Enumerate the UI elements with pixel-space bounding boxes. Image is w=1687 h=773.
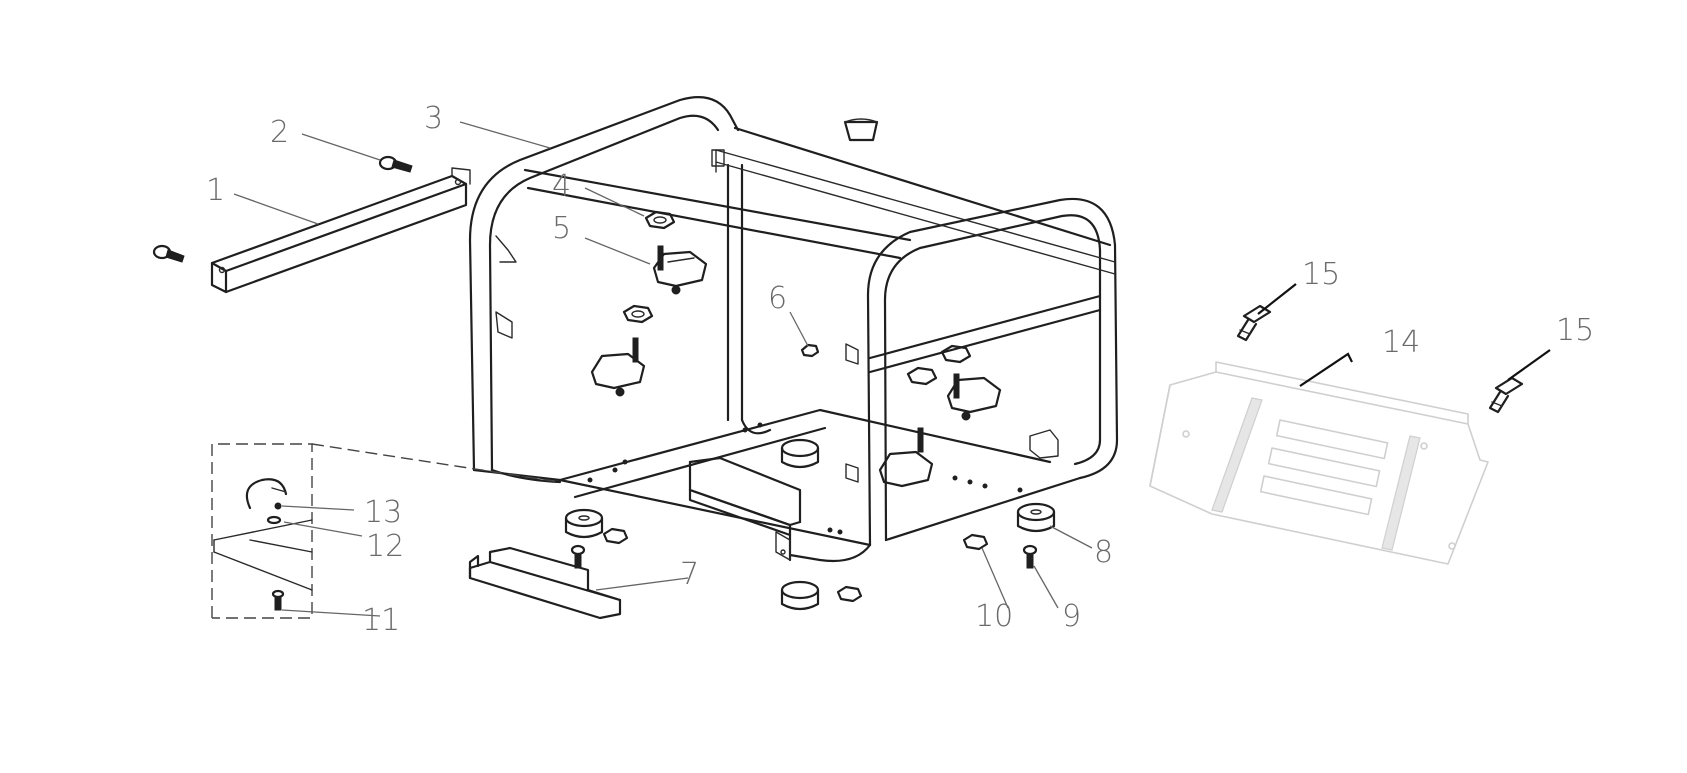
part-2-bolt-second [152, 244, 185, 263]
part-2-bolt [378, 155, 413, 173]
part-15-bolt [1236, 304, 1272, 342]
part-8-rubber-foot-fourth [780, 580, 820, 611]
part-8-rubber-foot [1016, 502, 1056, 533]
part-5-engine-mount [652, 245, 708, 295]
callout-15-upper: 15 [1302, 257, 1340, 292]
part-8-rubber-foot-second [564, 508, 604, 539]
part-4-nut-second [622, 304, 654, 324]
callout-8: 8 [1094, 535, 1113, 570]
part-6-small-nut [800, 343, 820, 358]
callout-11: 11 [362, 603, 400, 638]
part-10-flange-nut [962, 533, 989, 551]
part-4-nut-third [906, 344, 972, 386]
battery-tray [688, 456, 802, 562]
callout-labels: 1 2 3 4 5 6 7 8 9 10 11 12 13 14 15 15 [206, 101, 1594, 638]
callout-7: 7 [680, 557, 699, 592]
callout-6: 6 [768, 281, 787, 316]
callout-5: 5 [552, 211, 571, 246]
part-10-flange-nut-second [602, 527, 629, 545]
callout-4: 4 [552, 169, 571, 204]
part-9-screw [1022, 544, 1038, 569]
callout-15-right: 15 [1556, 313, 1594, 348]
part-5-engine-mount-second [590, 337, 646, 397]
part-14-cover-panel [1149, 361, 1489, 565]
part-3-main-frame [468, 96, 1119, 563]
part-7-bracket [468, 546, 622, 620]
callout-13: 13 [364, 495, 402, 530]
callout-12: 12 [366, 529, 404, 564]
callout-10: 10 [975, 599, 1013, 634]
part-1-brace-bar [210, 167, 471, 294]
part-5-engine-mount-fourth [878, 427, 934, 488]
callout-9: 9 [1062, 599, 1081, 634]
part-9-screw-second [570, 544, 586, 569]
detail-inset [211, 443, 561, 619]
part-15-bolt-second [1488, 376, 1524, 414]
part-8-rubber-foot-third [780, 438, 820, 469]
callout-1: 1 [206, 173, 225, 208]
part-5-engine-mount-third [946, 373, 1002, 421]
callout-14: 14 [1382, 325, 1420, 360]
leader-lines [233, 121, 1551, 617]
callout-2: 2 [270, 115, 289, 150]
part-10-flange-nut-third [836, 585, 863, 603]
callout-3: 3 [424, 101, 443, 136]
part-4-nut [644, 210, 676, 230]
